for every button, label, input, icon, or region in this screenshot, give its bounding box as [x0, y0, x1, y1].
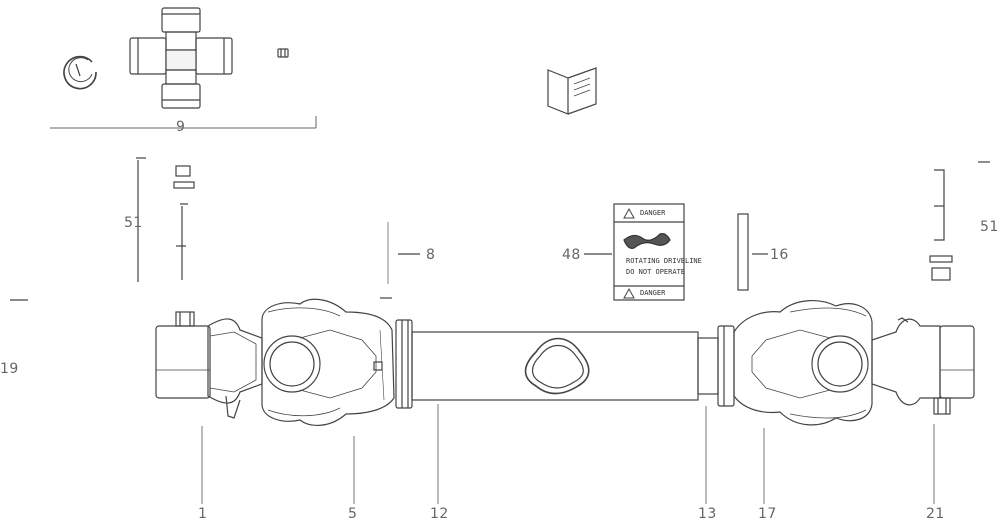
right-tube-end — [697, 325, 735, 407]
shield-strip-16 — [737, 213, 768, 291]
decal-footer: DANGER — [640, 289, 666, 297]
callout-21: 21 — [926, 506, 945, 522]
left-outer-yoke — [155, 311, 263, 419]
bottom-leaders — [201, 404, 935, 504]
right-cv-joint — [733, 300, 873, 426]
callout-48: 48 — [562, 247, 581, 263]
manual-booklet — [547, 67, 597, 115]
left-cv-joint — [261, 298, 395, 426]
callout-19: 19 — [0, 361, 19, 377]
callout-9: 9 — [176, 119, 186, 135]
callout-1: 1 — [198, 506, 208, 522]
decal-line1: ROTATING DRIVELINE — [626, 257, 702, 265]
snap-ring — [63, 55, 97, 90]
shield-parts-right — [929, 161, 990, 281]
grease-fitting — [277, 48, 289, 58]
callout-16: 16 — [770, 247, 789, 263]
left-shield-rings — [395, 319, 413, 409]
callout-17: 17 — [758, 506, 777, 522]
callout-12: 12 — [430, 506, 449, 522]
callout-5: 5 — [348, 506, 358, 522]
decal-line2: DO NOT OPERATE — [626, 268, 686, 276]
callout-8: 8 — [426, 247, 436, 263]
main-tube — [411, 331, 699, 401]
callout-13: 13 — [698, 506, 717, 522]
cross-spider — [129, 7, 233, 109]
right-outer-yoke — [871, 317, 975, 415]
danger-decal — [613, 203, 685, 301]
bearing-ring — [380, 222, 420, 299]
shield-parts-left — [136, 157, 195, 282]
decal-header: DANGER — [640, 209, 666, 217]
callout-51-left: 51 — [124, 215, 143, 231]
kit-bracket — [50, 116, 317, 129]
callout-51-right: 51 — [980, 219, 999, 235]
